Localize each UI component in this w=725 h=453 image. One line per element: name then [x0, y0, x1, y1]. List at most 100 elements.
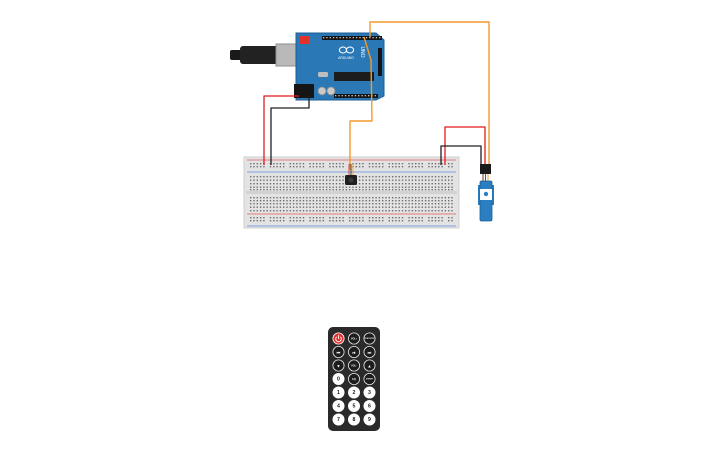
breadboard-hole[interactable]	[316, 217, 318, 219]
breadboard-hole[interactable]	[424, 206, 427, 208]
breadboard-hole[interactable]	[292, 183, 295, 185]
breadboard-hole[interactable]	[250, 176, 252, 178]
breadboard-hole[interactable]	[434, 166, 437, 168]
breadboard-hole[interactable]	[448, 197, 450, 199]
breadboard-hole[interactable]	[378, 166, 381, 168]
breadboard-hole[interactable]	[395, 203, 397, 205]
breadboard-hole[interactable]	[418, 163, 420, 165]
breadboard-hole[interactable]	[306, 203, 308, 205]
breadboard-hole[interactable]	[319, 200, 321, 202]
breadboard-hole[interactable]	[368, 197, 371, 199]
breadboard-hole[interactable]	[424, 203, 427, 205]
breadboard-hole[interactable]	[312, 183, 315, 185]
header-pin[interactable]	[349, 37, 351, 39]
breadboard-hole[interactable]	[273, 217, 275, 219]
breadboard-hole[interactable]	[322, 203, 324, 205]
breadboard-hole[interactable]	[312, 197, 315, 199]
breadboard-hole[interactable]	[335, 200, 338, 202]
breadboard-hole[interactable]	[378, 200, 381, 202]
breadboard-hole[interactable]	[398, 200, 400, 202]
breadboard-hole[interactable]	[415, 197, 417, 199]
breadboard-hole[interactable]	[382, 217, 384, 219]
remote-button-vol-[interactable]: VOL+	[347, 332, 360, 345]
breadboard-hole[interactable]	[292, 186, 295, 188]
breadboard-hole[interactable]	[395, 206, 397, 208]
breadboard-hole[interactable]	[448, 179, 450, 181]
breadboard-hole[interactable]	[368, 217, 371, 219]
breadboard-hole[interactable]	[289, 197, 291, 199]
header-pin[interactable]	[365, 37, 368, 39]
breadboard-hole[interactable]	[428, 183, 430, 185]
breadboard-hole[interactable]	[286, 197, 288, 199]
breadboard-hole[interactable]	[329, 217, 331, 219]
breadboard-hole[interactable]	[309, 189, 311, 191]
breadboard-hole[interactable]	[349, 210, 351, 212]
breadboard-hole[interactable]	[421, 179, 423, 181]
breadboard-hole[interactable]	[253, 183, 255, 185]
breadboard-hole[interactable]	[339, 200, 341, 202]
breadboard-hole[interactable]	[332, 163, 334, 165]
breadboard-hole[interactable]	[388, 217, 390, 219]
breadboard-hole[interactable]	[388, 197, 390, 199]
breadboard-hole[interactable]	[451, 206, 453, 208]
header-pin[interactable]	[362, 37, 364, 39]
breadboard-hole[interactable]	[438, 163, 440, 165]
breadboard-hole[interactable]	[451, 166, 453, 168]
breadboard-hole[interactable]	[273, 179, 275, 181]
breadboard-hole[interactable]	[391, 189, 394, 191]
breadboard-hole[interactable]	[382, 163, 384, 165]
breadboard-hole[interactable]	[444, 206, 447, 208]
breadboard-hole[interactable]	[273, 220, 275, 222]
breadboard-hole[interactable]	[352, 197, 354, 199]
breadboard-hole[interactable]	[355, 217, 357, 219]
breadboard-hole[interactable]	[355, 200, 357, 202]
breadboard-hole[interactable]	[345, 200, 348, 202]
breadboard-hole[interactable]	[279, 176, 282, 178]
breadboard-hole[interactable]	[441, 179, 443, 181]
breadboard-hole[interactable]	[259, 217, 262, 219]
breadboard-hole[interactable]	[335, 186, 338, 188]
breadboard-hole[interactable]	[382, 176, 384, 178]
breadboard-hole[interactable]	[408, 189, 410, 191]
breadboard-hole[interactable]	[273, 206, 275, 208]
breadboard-hole[interactable]	[444, 200, 447, 202]
breadboard-hole[interactable]	[325, 176, 328, 178]
header-pin[interactable]	[358, 95, 360, 97]
breadboard-hole[interactable]	[299, 200, 301, 202]
breadboard-hole[interactable]	[418, 183, 420, 185]
breadboard-hole[interactable]	[296, 189, 298, 191]
breadboard-hole[interactable]	[342, 220, 344, 222]
breadboard-hole[interactable]	[335, 183, 338, 185]
breadboard-hole[interactable]	[362, 176, 364, 178]
breadboard-hole[interactable]	[434, 186, 437, 188]
breadboard-hole[interactable]	[431, 197, 433, 199]
breadboard-hole[interactable]	[441, 163, 443, 165]
breadboard-hole[interactable]	[256, 220, 258, 222]
breadboard-hole[interactable]	[292, 176, 295, 178]
breadboard-hole[interactable]	[391, 197, 394, 199]
breadboard-hole[interactable]	[322, 166, 324, 168]
breadboard-hole[interactable]	[382, 206, 384, 208]
arduino-uno[interactable]: ARDUINO UNO	[230, 32, 385, 101]
breadboard-hole[interactable]	[352, 186, 354, 188]
remote-button-6[interactable]: 6	[363, 399, 376, 412]
breadboard-hole[interactable]	[335, 197, 338, 199]
breadboard-hole[interactable]	[259, 203, 262, 205]
breadboard-hole[interactable]	[428, 163, 430, 165]
breadboard-hole[interactable]	[405, 206, 407, 208]
breadboard-hole[interactable]	[375, 200, 377, 202]
breadboard-hole[interactable]	[266, 197, 268, 199]
breadboard-hole[interactable]	[349, 203, 351, 205]
breadboard-hole[interactable]	[329, 186, 331, 188]
breadboard-hole[interactable]	[418, 206, 420, 208]
breadboard-hole[interactable]	[358, 200, 361, 202]
breadboard-hole[interactable]	[428, 206, 430, 208]
breadboard-hole[interactable]	[349, 206, 351, 208]
breadboard-hole[interactable]	[306, 210, 308, 212]
breadboard-hole[interactable]	[306, 189, 308, 191]
breadboard-hole[interactable]	[358, 210, 361, 212]
breadboard-hole[interactable]	[448, 217, 450, 219]
breadboard-hole[interactable]	[375, 189, 377, 191]
breadboard-hole[interactable]	[316, 163, 318, 165]
breadboard-hole[interactable]	[382, 220, 384, 222]
